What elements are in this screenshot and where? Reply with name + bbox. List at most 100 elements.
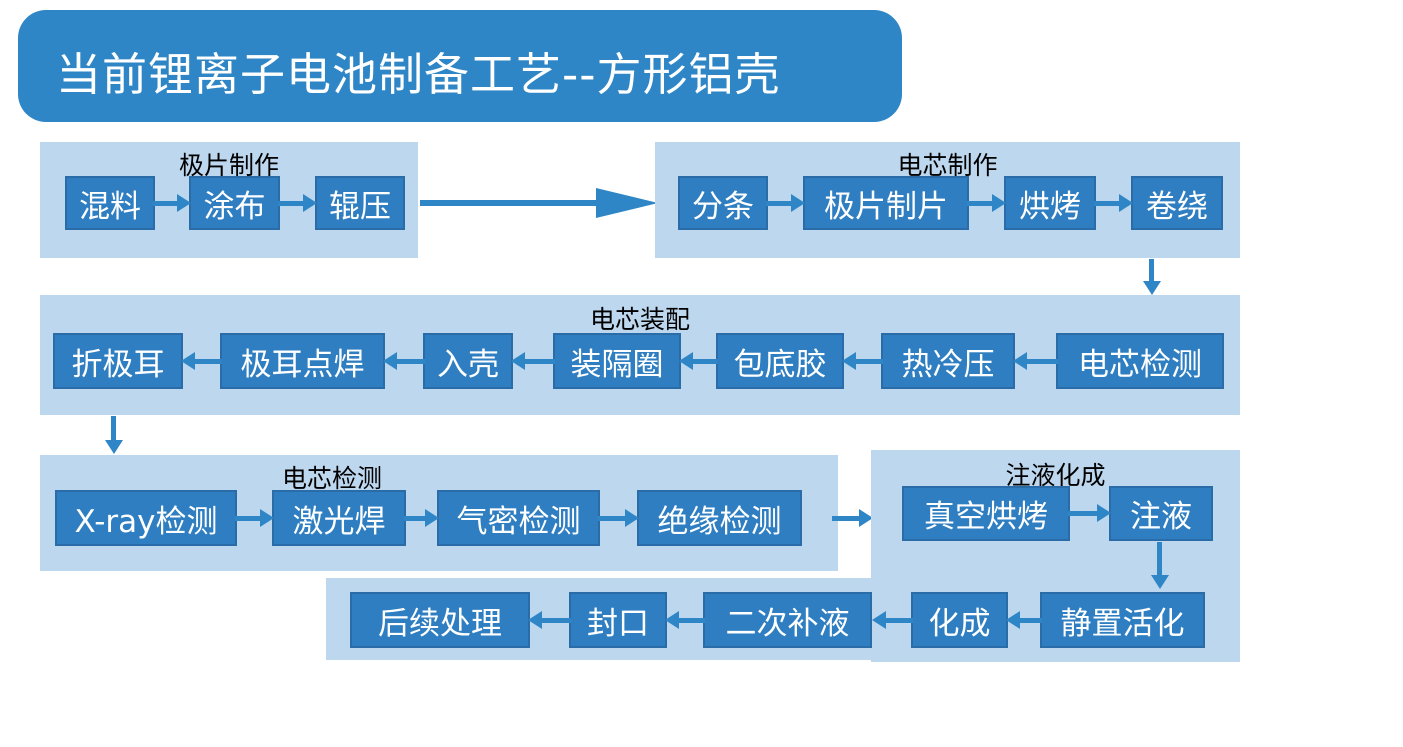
- connector-arrow-left: [181, 351, 222, 371]
- step-tab-spot-welding: 极耳点焊: [220, 333, 385, 389]
- connector-arrow-down: [104, 416, 124, 454]
- step-post-processing: 后续处理: [350, 592, 530, 648]
- connector-arrow-down: [1142, 259, 1162, 295]
- arrow-head: [596, 188, 658, 218]
- group-cell-fabrication-header: 电芯制作: [897, 151, 998, 180]
- step-electrolyte-filling: 注液: [1109, 486, 1213, 541]
- arrow-shaft: [540, 618, 571, 623]
- step-tab-folding: 折极耳: [53, 333, 183, 389]
- group-filling-formation-header: 注液化成: [1005, 461, 1106, 490]
- arrow-head: [425, 509, 439, 527]
- step-winding: 卷绕: [1131, 176, 1223, 230]
- arrow-head: [872, 611, 886, 629]
- connector-arrow-left: [679, 351, 718, 371]
- arrow-head: [260, 509, 274, 527]
- arrow-shaft: [598, 516, 627, 521]
- arrow-head: [181, 352, 195, 370]
- arrow-shaft: [420, 200, 602, 206]
- step-sealing: 封口: [569, 592, 667, 648]
- arrow-head: [842, 352, 856, 370]
- connector-arrow-right: [967, 193, 1006, 213]
- arrow-shaft: [1149, 259, 1154, 283]
- arrow-head: [528, 611, 542, 629]
- connector-arrow-right: [404, 508, 439, 528]
- step-xray-inspection: X-ray检测: [55, 490, 237, 546]
- arrow-shaft: [1025, 359, 1058, 364]
- step-laser-welding: 激光焊: [272, 490, 406, 546]
- connector-arrow-left: [1006, 610, 1042, 630]
- connector-arrow-left: [383, 351, 425, 371]
- arrow-head: [303, 194, 317, 212]
- step-slitting: 分条: [678, 176, 768, 230]
- arrow-head: [1143, 281, 1161, 295]
- connector-arrow-left: [1013, 351, 1058, 371]
- arrow-head: [859, 509, 873, 527]
- arrow-head: [992, 194, 1006, 212]
- arrow-shaft: [523, 359, 555, 364]
- group-cell-assembly-header: 电芯装配: [589, 305, 690, 334]
- connector-arrow-left: [842, 351, 883, 371]
- arrow-shaft: [404, 516, 427, 521]
- connector-arrow-right: [766, 193, 805, 213]
- connector-arrow-right: [235, 508, 274, 528]
- connector-arrow-right: [278, 193, 317, 213]
- arrow-head: [1013, 352, 1027, 370]
- step-spacer-mounting: 装隔圈: [553, 333, 681, 389]
- step-calendering: 辊压: [315, 176, 405, 230]
- step-secondary-refill: 二次补液: [703, 592, 872, 648]
- arrow-shaft: [766, 201, 793, 206]
- group-electrode-fabrication-header: 极片制作: [178, 151, 279, 180]
- arrow-head: [511, 352, 525, 370]
- arrow-head: [1119, 194, 1133, 212]
- arrow-shaft: [1094, 201, 1121, 206]
- arrow-shaft: [1068, 511, 1099, 516]
- step-sheet-making: 极片制片: [803, 176, 969, 230]
- arrow-shaft: [153, 201, 179, 206]
- arrow-head: [791, 194, 805, 212]
- step-cell-inspection: 电芯检测: [1056, 333, 1224, 389]
- arrow-head: [383, 352, 397, 370]
- group-cell-testing-header: 电芯检测: [281, 464, 382, 493]
- arrow-shaft: [1157, 542, 1162, 577]
- title-banner: 当前锂离子电池制备工艺--方形铝壳: [18, 10, 902, 122]
- arrow-shaft: [193, 359, 222, 364]
- step-coating: 涂布: [189, 176, 280, 230]
- connector-arrow-main-right: [420, 185, 658, 221]
- arrow-head: [1006, 611, 1020, 629]
- arrow-shaft: [278, 201, 305, 206]
- connector-arrow-left: [665, 610, 705, 630]
- arrow-head: [679, 352, 693, 370]
- step-bottom-taping: 包底胶: [716, 333, 844, 389]
- arrow-shaft: [884, 618, 913, 623]
- step-airtightness-test: 气密检测: [437, 490, 600, 546]
- step-case-insertion: 入壳: [423, 333, 513, 389]
- step-formation: 化成: [911, 592, 1008, 648]
- step-rest-activation: 静置活化: [1040, 592, 1205, 648]
- arrow-head: [625, 509, 639, 527]
- connector-arrow-right: [598, 508, 639, 528]
- arrow-shaft: [854, 359, 883, 364]
- arrow-shaft: [832, 516, 861, 521]
- step-insulation-test: 绝缘检测: [637, 490, 802, 546]
- page-title: 当前锂离子电池制备工艺--方形铝壳: [56, 47, 781, 101]
- arrow-shaft: [111, 416, 116, 442]
- arrow-head: [665, 611, 679, 629]
- connector-arrow-left: [528, 610, 571, 630]
- connector-arrow-right: [153, 193, 191, 213]
- arrow-shaft: [235, 516, 262, 521]
- arrow-shaft: [1018, 618, 1042, 623]
- step-baking: 烘烤: [1004, 176, 1096, 230]
- arrow-shaft: [691, 359, 718, 364]
- arrow-shaft: [677, 618, 705, 623]
- connector-arrow-down: [1150, 542, 1170, 589]
- step-hot-cold-pressing: 热冷压: [881, 333, 1015, 389]
- arrow-shaft: [967, 201, 994, 206]
- connector-arrow-left: [511, 351, 555, 371]
- connector-arrow-right: [1068, 503, 1111, 523]
- arrow-head: [1097, 504, 1111, 522]
- arrow-head: [177, 194, 191, 212]
- arrow-head: [105, 440, 123, 454]
- connector-arrow-right: [832, 508, 873, 528]
- step-vacuum-baking: 真空烘烤: [902, 486, 1070, 541]
